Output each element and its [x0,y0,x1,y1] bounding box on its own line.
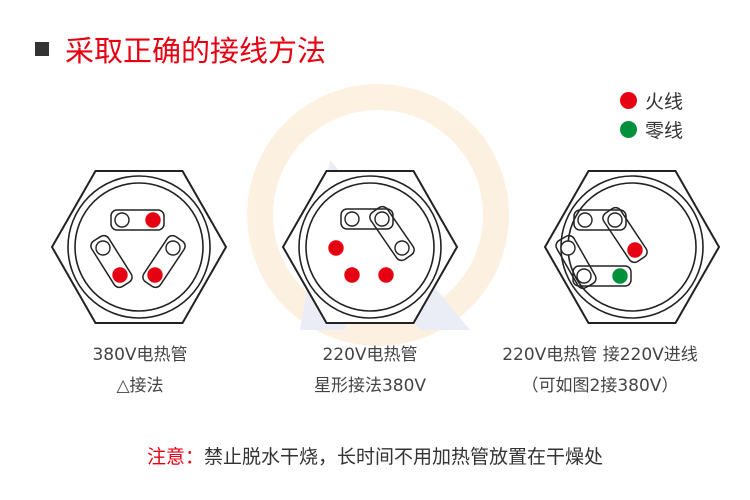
caption-line: 220V电热管 接220V进线 [502,345,698,365]
jumper-link [369,205,415,262]
terminal-pin [577,212,593,228]
title-bullet-icon [35,42,49,56]
title-text: 采取正确的接线方法 [65,34,327,68]
terminal-pin [627,242,643,258]
note-label: 注意： [146,446,204,468]
jumper-link [573,209,627,231]
terminal-pin [165,240,181,256]
red-dot-icon [620,92,637,109]
heater-flange [281,170,459,324]
terminal-pin [560,240,576,256]
jumper-link [110,209,165,231]
terminal-pin [328,240,344,256]
heater-flange [50,170,228,324]
legend-label: 火线 [645,91,684,113]
green-dot-icon [620,121,637,138]
terminal-pin [576,268,592,284]
jumper-link [340,208,394,230]
terminal-pin [612,268,628,284]
terminal-pin [95,240,111,256]
caption-line: △接法 [116,376,164,396]
section-title: 采取正确的接线方法 [35,28,326,70]
terminal-pin [112,267,128,283]
jumper-link [602,206,648,264]
caption-line: 380V电热管 [92,345,188,365]
terminal-pin [114,212,130,228]
jumper-link [572,265,632,287]
jumper-link [90,234,133,289]
caption-3: 220V电热管 接220V进线 （可如图2接380V） [470,340,730,402]
terminal-pin [344,211,360,227]
terminal-pin [378,267,394,283]
terminal-pin [394,240,410,256]
legend-label: 零线 [645,120,684,142]
caption-1: 380V电热管 △接法 [40,340,240,402]
warning-note: 注意：禁止脱水干烧，长时间不用加热管放置在干燥处 [0,442,750,469]
caption-2: 220V电热管星形接法380V [270,340,470,402]
terminal-pin [147,267,163,283]
legend-neutral: 零线 [620,115,683,144]
legend-live: 火线 [620,86,683,115]
terminal-pin [607,212,623,228]
terminal-pin [344,267,360,283]
note-text: 禁止脱水干烧，长时间不用加热管放置在干燥处 [204,446,604,468]
caption-line: 220V电热管 [322,345,418,365]
terminal-pin [145,212,161,228]
legend: 火线 零线 [620,86,683,144]
caption-line: 星形接法380V [313,376,427,396]
caption-line: （可如图2接380V） [521,376,679,396]
terminal-pin [374,211,390,227]
jumper-link [142,234,186,289]
